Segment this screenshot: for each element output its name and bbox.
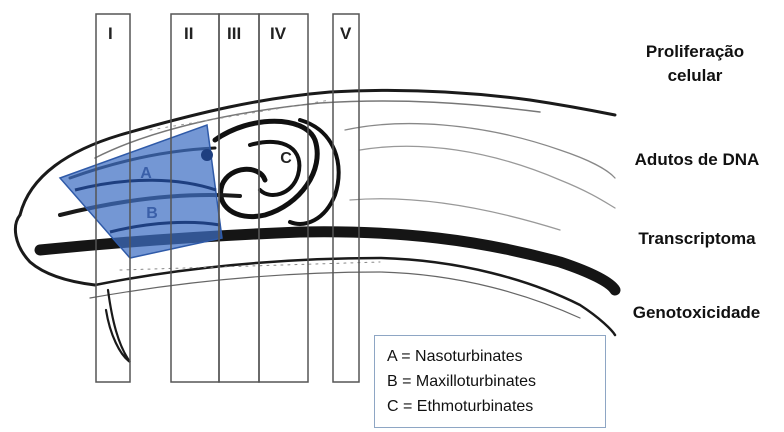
- label-dna-adducts: Adutos de DNA: [612, 150, 782, 170]
- legend-item-a: A = Nasoturbinates: [387, 344, 605, 369]
- legend-box: A = Nasoturbinates B = Maxilloturbinates…: [374, 335, 606, 428]
- region-label-a: A: [140, 165, 152, 182]
- nasoturbinate-maxilloturbinate-highlight: [60, 125, 222, 258]
- region-label-c: C: [280, 150, 292, 167]
- label-cell-proliferation: Proliferação celular: [620, 40, 770, 88]
- section-label-iv: IV: [270, 24, 286, 44]
- section-box-iii: [219, 14, 259, 382]
- label-transcriptome: Transcriptoma: [612, 229, 782, 249]
- section-label-iii: III: [227, 24, 241, 44]
- legend-item-c: C = Ethmoturbinates: [387, 394, 605, 419]
- section-box-iv: [259, 14, 308, 382]
- section-label-v: V: [340, 24, 351, 44]
- region-label-b: B: [146, 205, 158, 222]
- section-label-ii: II: [184, 24, 193, 44]
- section-label-i: I: [108, 24, 113, 44]
- label-genotoxicity: Genotoxicidade: [609, 303, 784, 323]
- section-box-v: [333, 14, 359, 382]
- legend-item-b: B = Maxilloturbinates: [387, 369, 605, 394]
